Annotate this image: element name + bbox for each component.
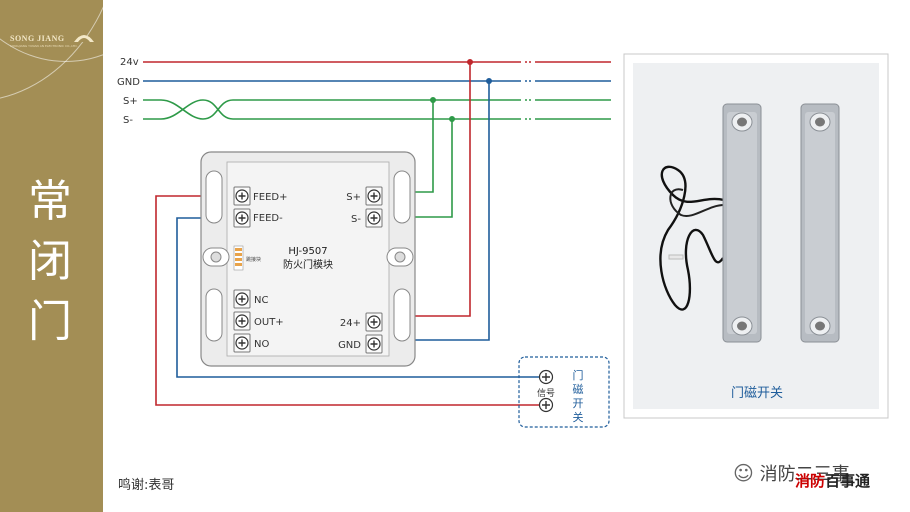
- door-switch-char: 磁: [573, 383, 584, 396]
- credit-text: 鸣谢:表哥: [118, 478, 175, 493]
- wechat-icon: ☺: [733, 461, 754, 485]
- terminal-screw-icon: [365, 208, 383, 228]
- jumper-label: 跳接块: [246, 256, 261, 263]
- door-switch-char: 关: [573, 410, 584, 424]
- terminal-label-24-plus: 24+: [340, 318, 361, 329]
- terminal-label-feed-minus: FEED-: [253, 213, 283, 224]
- photo-caption: 门磁开关: [731, 386, 783, 401]
- title-char: 常: [28, 176, 72, 227]
- terminal-label-nc: NC: [254, 295, 268, 306]
- brand-logo-text: SONG JIANG: [10, 34, 65, 43]
- terminal-screw-icon: [233, 289, 251, 309]
- terminal-label-s-plus: S+: [346, 192, 361, 203]
- terminal-screw-icon: [538, 369, 554, 385]
- title-char: 门: [28, 296, 72, 347]
- bus-label-s-plus: S+: [123, 96, 138, 107]
- wechat-name: 消防二三事: [759, 464, 850, 485]
- bus-label-24v: 24v: [120, 57, 139, 68]
- terminal-screw-icon: [365, 334, 383, 354]
- terminal-label-no: NO: [254, 339, 269, 350]
- sidebar: SONG JIANG SONGJIANG YUNAN AN ELECTRONIC…: [0, 0, 103, 512]
- page-title: 常 闭 门: [20, 172, 80, 352]
- terminal-screw-icon: [365, 186, 383, 206]
- watermark-part-a: 消防: [795, 472, 826, 490]
- lotus-logo-icon: [74, 35, 94, 42]
- fire-door-module: [200, 151, 416, 367]
- wire-gnd: [415, 78, 492, 341]
- wire-feed-minus: [176, 217, 539, 378]
- wire-s-plus: [415, 97, 436, 193]
- wire-s-minus: [415, 116, 455, 218]
- terminal-screw-icon: [233, 311, 251, 331]
- bus-line-s-minus: [143, 99, 611, 120]
- terminal-screw-icon: [365, 312, 383, 332]
- terminal-label-feed-plus: FEED+: [253, 192, 287, 203]
- terminal-screw-icon: [233, 208, 251, 228]
- module-name: 防火门模块: [283, 258, 333, 271]
- bus-line-s-plus: [143, 99, 611, 120]
- bus-label-s-minus: S-: [123, 115, 133, 126]
- door-switch-box: [518, 356, 610, 428]
- terminal-label-s-minus: S-: [351, 214, 361, 225]
- wechat-account: ☺ 消防二三事: [733, 460, 850, 486]
- wire-feed-plus: [155, 195, 539, 406]
- product-photo: [623, 53, 889, 419]
- terminal-label-out-plus: OUT+: [254, 317, 284, 328]
- door-switch-char: 开: [573, 397, 584, 410]
- terminal-screw-icon: [233, 186, 251, 206]
- title-char: 闭: [28, 236, 72, 287]
- door-switch-char: 门: [573, 368, 584, 382]
- module-model: HJ-9507: [288, 246, 327, 257]
- wiring-diagram: 24v GND S+ S-: [117, 53, 889, 428]
- signal-label: 信号: [537, 387, 555, 399]
- terminal-screw-icon: [538, 397, 554, 413]
- bus-label-gnd: GND: [117, 77, 140, 88]
- terminal-screw-icon: [233, 333, 251, 353]
- brand-subtitle: SONGJIANG YUNAN AN ELECTRONIC CO.,LTD.: [10, 44, 78, 48]
- wire-24v: [415, 59, 473, 317]
- terminal-label-gnd: GND: [338, 340, 361, 351]
- watermark-part-b: 百事通: [825, 472, 871, 490]
- watermark: 消防百事通: [795, 470, 870, 491]
